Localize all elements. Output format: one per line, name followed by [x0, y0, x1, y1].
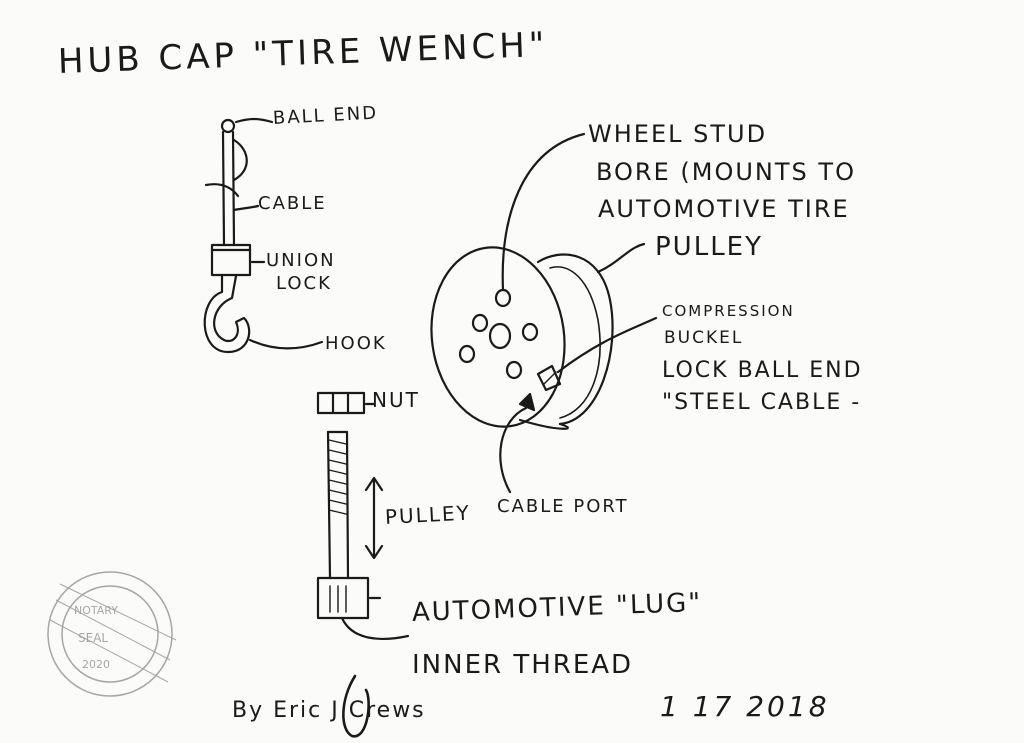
ball-end-shape [220, 118, 236, 134]
lug-leader [340, 616, 410, 640]
cable-assembly [203, 117, 324, 354]
hook-leader [248, 338, 324, 350]
center-bore [488, 322, 512, 350]
label-cable: CABLE [258, 193, 327, 214]
pulley-face [430, 246, 566, 428]
stud-leader [501, 132, 586, 292]
label-union: UNION [266, 250, 336, 271]
stud-bore-3 [521, 322, 539, 342]
author-signature: By Eric J Crews [232, 698, 426, 723]
pulley-leader [596, 242, 646, 274]
label-hook: HOOK [325, 333, 387, 354]
stamp-seal: NOTARY SEAL 2020 [47, 571, 177, 697]
nut-shape [316, 391, 376, 415]
hook-shape [203, 274, 251, 354]
cable-leader [232, 204, 260, 212]
stud-bore-2 [471, 313, 489, 333]
label-nut: NUT [372, 388, 420, 412]
svg-text:SEAL: SEAL [78, 631, 108, 645]
signature-stroke [342, 674, 370, 738]
ball-end-leader [234, 117, 274, 124]
label-compression-line1: COMPRESSION [662, 302, 795, 320]
label-compression-line4: "STEEL CABLE - [662, 390, 862, 415]
label-compression-line2: BUCKEL [664, 328, 744, 348]
cable-port-shape [518, 392, 536, 412]
label-wheel-stud-line3: AUTOMOTIVE TIRE [598, 195, 850, 223]
svg-text:2020: 2020 [82, 658, 110, 671]
label-compression-line3: LOCK BALL END [662, 358, 863, 383]
cable-line-right [231, 130, 236, 247]
date-label: 1 17 2018 [660, 690, 830, 723]
compression-buckle [536, 364, 562, 392]
buckle-leader [556, 316, 658, 374]
pulley-drawing [430, 132, 658, 494]
cable-line-left [221, 130, 226, 247]
label-cable-port: CABLE PORT [497, 496, 629, 517]
label-pulley-dimension: PULLEY [384, 500, 472, 529]
pulley-back [536, 253, 614, 426]
label-pulley: PULLEY [655, 232, 763, 262]
label-wheel-stud-line2: BORE (MOUNTS TO [596, 158, 856, 186]
bolt-shape [316, 430, 410, 640]
svg-text:NOTARY: NOTARY [74, 604, 118, 617]
stud-bore-4 [458, 344, 476, 364]
label-lock: LOCK [276, 273, 332, 294]
label-wheel-stud-line1: WHEEL STUD [588, 120, 768, 148]
cable-wrap [204, 138, 248, 198]
cable-port-leader [499, 406, 528, 494]
stud-bore-1 [494, 288, 512, 308]
union-lock-shape [210, 243, 252, 277]
label-lug-line2: INNER THREAD [412, 650, 634, 680]
stud-bore-5 [505, 360, 523, 380]
